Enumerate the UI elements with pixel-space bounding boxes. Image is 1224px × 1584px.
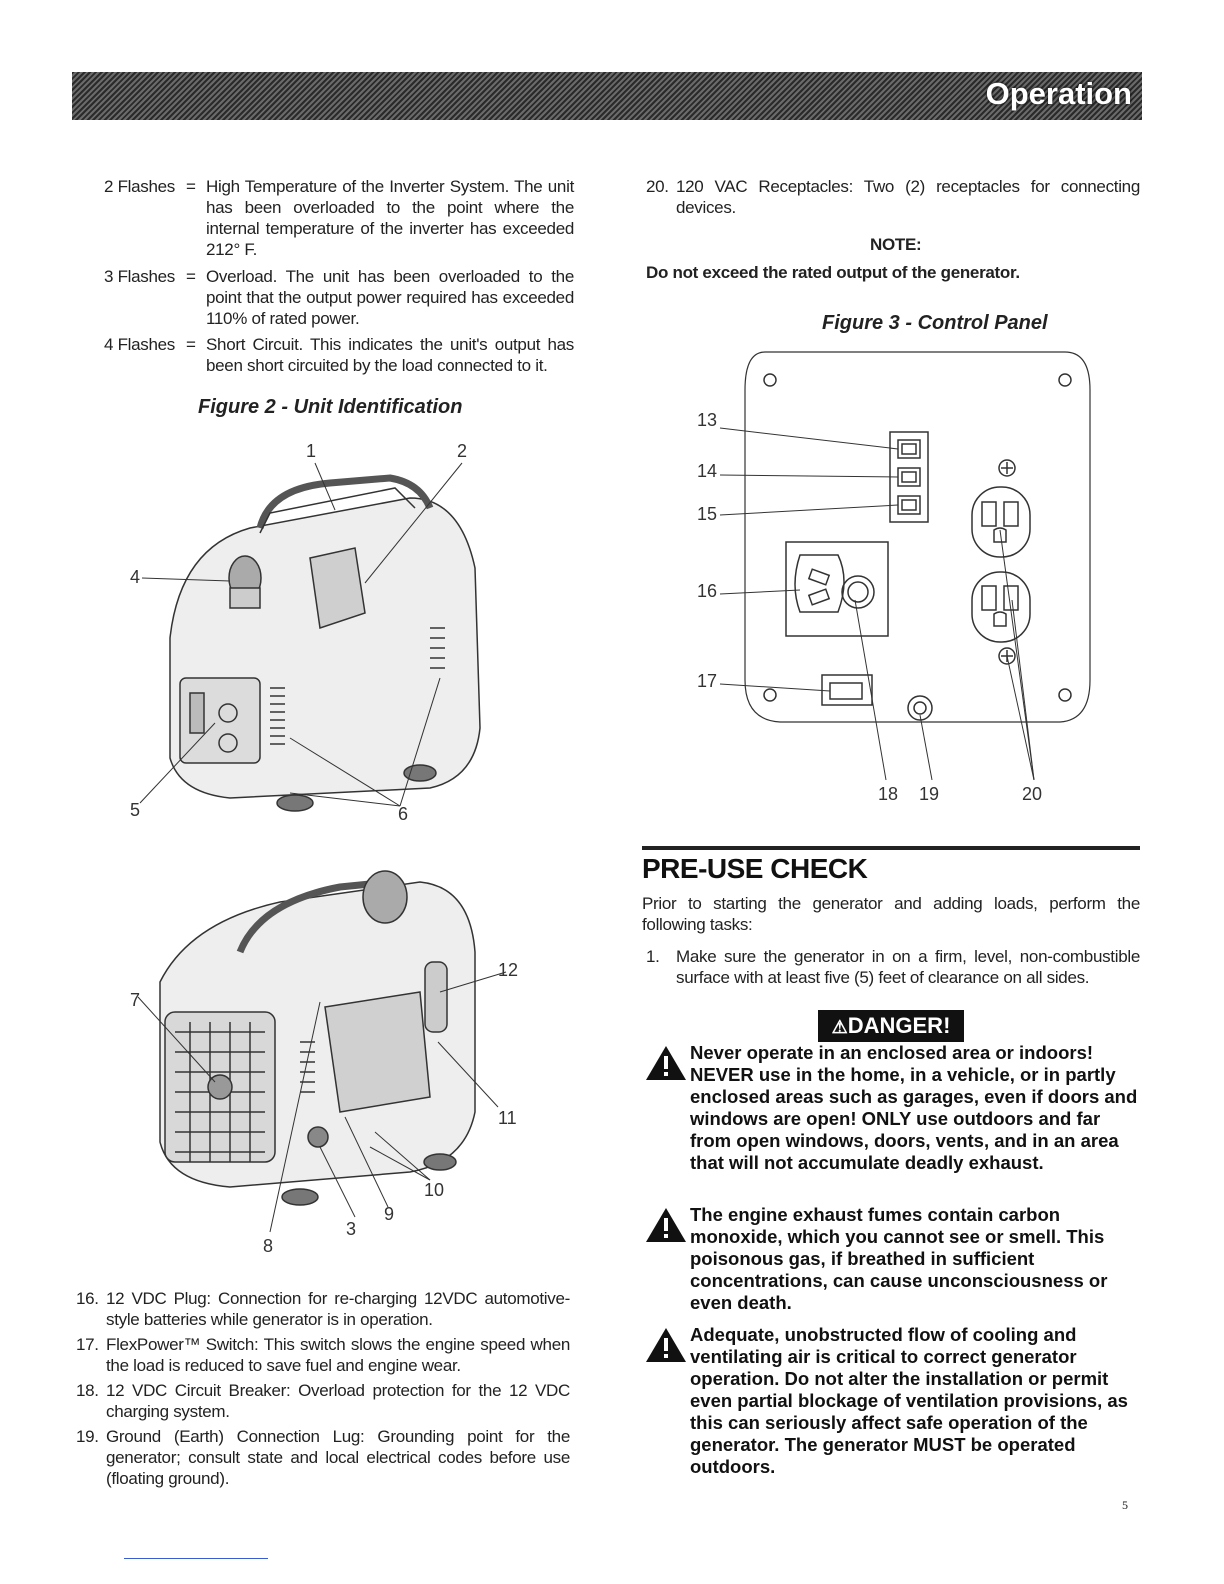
callout-9: 9 xyxy=(384,1204,395,1224)
warning-triangle-icon xyxy=(646,1046,686,1080)
warning-text: Adequate, unobstructed flow of cooling a… xyxy=(690,1324,1128,1477)
callout-15: 15 xyxy=(697,504,718,524)
generator-front-illustration xyxy=(139,462,481,812)
list-number: 16. xyxy=(76,1289,99,1308)
list-number: 20. xyxy=(646,177,669,196)
figure-2-title: Figure 2 - Unit Identification xyxy=(198,396,463,418)
callout-20: 20 xyxy=(1022,784,1043,804)
footer-rule xyxy=(124,1558,268,1559)
danger-label: DANGER! xyxy=(847,1013,951,1038)
callout-8: 8 xyxy=(263,1236,274,1256)
callout-3: 3 xyxy=(346,1219,357,1239)
flash-code-3: 3 Flashes = Overload. The unit has been … xyxy=(104,266,574,332)
list-text: FlexPower™ Switch: This switch slows the… xyxy=(106,1335,570,1375)
list-text: Make sure the generator in on a firm, le… xyxy=(676,947,1140,987)
section-header-bar: Operation xyxy=(72,72,1142,120)
callout-4: 4 xyxy=(130,567,141,587)
callout-2: 2 xyxy=(457,441,468,461)
preuse-step-1: 1. Make sure the generator in on a firm,… xyxy=(646,946,1140,990)
list-text: Ground (Earth) Connection Lug: Grounding… xyxy=(106,1427,570,1488)
list-text: 12 VDC Plug: Connection for re-charging … xyxy=(106,1289,570,1329)
page-number: 5 xyxy=(1122,1498,1128,1512)
danger-badge: ⚠DANGER! xyxy=(818,1010,964,1042)
callout-5: 5 xyxy=(130,800,141,820)
flash-equals: = xyxy=(186,335,196,354)
danger-warning-3: Adequate, unobstructed flow of cooling a… xyxy=(646,1324,1140,1480)
list-number: 19. xyxy=(76,1427,99,1446)
callout-19: 19 xyxy=(919,784,940,804)
callout-10: 10 xyxy=(424,1180,445,1200)
preuse-intro: Prior to starting the generator and addi… xyxy=(642,894,1140,934)
callout-13: 13 xyxy=(697,410,718,430)
list-number: 17. xyxy=(76,1335,99,1354)
generator-rear-illustration xyxy=(137,870,507,1233)
note-text: Do not exceed the rated output of the ge… xyxy=(646,263,1020,282)
callout-18: 18 xyxy=(878,784,899,804)
figure-3-title: Figure 3 - Control Panel xyxy=(822,312,1048,334)
danger-warning-2: The engine exhaust fumes contain carbon … xyxy=(646,1204,1140,1316)
warning-triangle-icon xyxy=(646,1328,686,1362)
list-item-20: 20. 120 VAC Receptacles: Two (2) recepta… xyxy=(646,176,1140,220)
warning-triangle-icon: ⚠ xyxy=(831,1017,848,1037)
section-title: Operation xyxy=(985,76,1132,111)
section-divider xyxy=(642,846,1140,850)
flash-key: 2 Flashes xyxy=(104,177,176,196)
list-number: 18. xyxy=(76,1381,99,1400)
control-panel-illustration xyxy=(719,351,1091,780)
list-number: 1. xyxy=(646,947,660,966)
flash-equals: = xyxy=(186,177,196,196)
flash-key: 4 Flashes xyxy=(104,335,176,354)
flash-code-4: 4 Flashes = Short Circuit. This indicate… xyxy=(104,334,574,378)
note-label: NOTE: xyxy=(870,235,922,254)
callout-1: 1 xyxy=(306,441,317,461)
flash-code-2: 2 Flashes = High Temperature of the Inve… xyxy=(104,176,574,264)
warning-text: The engine exhaust fumes contain carbon … xyxy=(690,1204,1108,1313)
callout-14: 14 xyxy=(697,461,718,481)
warning-text: Never operate in an enclosed area or ind… xyxy=(690,1042,1138,1173)
list-text: 12 VDC Circuit Breaker: Overload protect… xyxy=(106,1381,570,1421)
callout-11: 11 xyxy=(498,1108,517,1128)
warning-triangle-icon xyxy=(646,1208,686,1242)
list-item-16: 16. 12 VDC Plug: Connection for re-charg… xyxy=(76,1288,570,1332)
list-item-17: 17. FlexPower™ Switch: This switch slows… xyxy=(76,1334,570,1378)
callout-6: 6 xyxy=(398,804,409,824)
danger-warning-1: Never operate in an enclosed area or ind… xyxy=(646,1042,1140,1198)
callout-17: 17 xyxy=(697,671,718,691)
callout-16: 16 xyxy=(697,581,718,601)
list-text: 120 VAC Receptacles: Two (2) receptacles… xyxy=(676,177,1140,217)
preuse-check-heading: PRE-USE CHECK xyxy=(642,853,868,884)
flash-description: Short Circuit. This indicates the unit's… xyxy=(206,335,574,375)
flash-description: Overload. The unit has been overloaded t… xyxy=(206,267,574,328)
list-item-18: 18. 12 VDC Circuit Breaker: Overload pro… xyxy=(76,1380,570,1424)
flash-key: 3 Flashes xyxy=(104,267,176,286)
list-item-19: 19. Ground (Earth) Connection Lug: Groun… xyxy=(76,1426,570,1492)
callout-7: 7 xyxy=(130,990,141,1010)
callout-12: 12 xyxy=(498,960,519,980)
flash-equals: = xyxy=(186,267,196,286)
flash-description: High Temperature of the Inverter System.… xyxy=(206,177,574,259)
